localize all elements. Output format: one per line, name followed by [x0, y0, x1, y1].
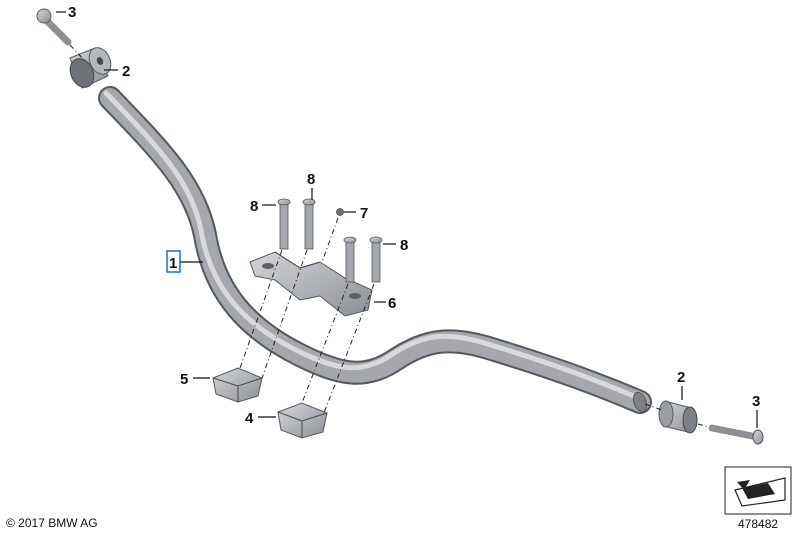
callout-5: 5 — [180, 371, 188, 388]
bolt-8-left — [277, 198, 291, 250]
bolt-top — [36, 8, 87, 63]
riser-left — [212, 367, 263, 403]
bolt-right — [697, 423, 764, 445]
bolt-8-right-a — [343, 236, 357, 283]
callout-7: 7 — [360, 205, 368, 222]
callout-2-right: 2 — [677, 369, 685, 386]
callout-1: 1 — [169, 255, 177, 272]
callout-8-middle: 8 — [307, 171, 315, 188]
callout-3-top: 3 — [68, 4, 76, 21]
callout-labels: 3 2 1 8 8 7 8 6 5 4 2 3 — [68, 4, 760, 427]
riser-right — [277, 402, 328, 439]
callout-6: 6 — [388, 295, 396, 312]
callout-4: 4 — [245, 410, 254, 427]
small-screw — [321, 208, 344, 263]
bolt-8-middle — [302, 198, 316, 250]
assembly-guide-lines — [239, 249, 375, 419]
callout-3-right: 3 — [752, 393, 760, 410]
handlebar — [98, 86, 652, 414]
callout-8-right: 8 — [400, 237, 408, 254]
callout-8-left: 8 — [250, 198, 258, 215]
orientation-symbol — [724, 466, 792, 515]
bolt-8-right-b — [369, 236, 383, 283]
callout-2-top: 2 — [122, 63, 130, 80]
part-1-highlight-box — [166, 250, 181, 273]
clamp-bolts — [277, 198, 383, 283]
upper-clamp — [249, 251, 373, 317]
copyright-notice: © 2017 BMW AG — [6, 516, 98, 530]
bar-end-weight-right — [644, 400, 698, 434]
diagram-number: 478482 — [738, 517, 779, 531]
callout-leader-lines — [56, 11, 758, 428]
bar-end-weight-top — [69, 47, 112, 89]
